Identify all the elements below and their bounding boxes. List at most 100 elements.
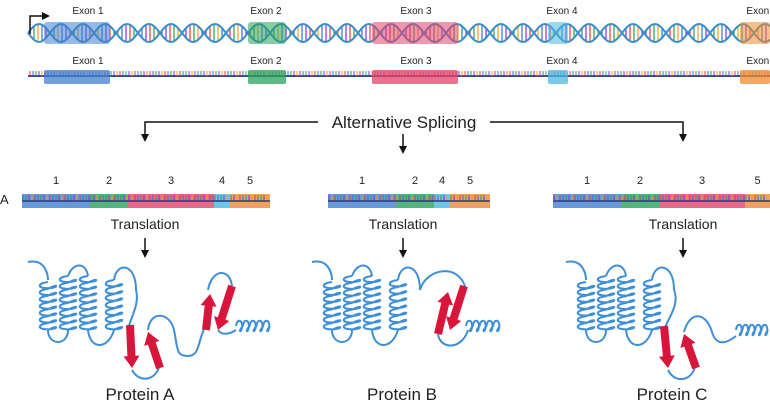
alpha-helix-4-icon	[388, 279, 408, 331]
protein-loop	[87, 329, 115, 346]
pre-mrna-exon-3	[372, 70, 458, 84]
protein-loop	[585, 329, 607, 343]
protein-loop	[27, 260, 49, 281]
splicing-arrows: Alternative Splicing	[141, 113, 687, 154]
mrna-exon-number: 5	[754, 175, 760, 187]
dna-exon-1	[44, 22, 110, 44]
translation-label-b: Translation	[369, 216, 438, 232]
mrna-exon-number: 5	[467, 175, 473, 187]
pre-mrna-exon-label-2: Exon 2	[250, 56, 282, 67]
mrna-exon-number: 2	[412, 175, 418, 187]
dna-exon-label-1: Exon 1	[72, 6, 104, 17]
dna-exon-label-4: Exon 4	[546, 6, 578, 17]
protein-loop	[47, 329, 69, 343]
mrna-exon-number: 5	[247, 175, 253, 187]
protein-loop	[419, 270, 467, 291]
dna-exon-2	[248, 22, 286, 44]
pre-mrna-exon-label-5: Exon 5	[746, 56, 770, 67]
pre-mrna-exon-1	[44, 70, 110, 84]
mrna-exon-number: 2	[637, 175, 643, 187]
mrna-exon-number: 4	[439, 175, 445, 187]
dna-exon-4	[548, 22, 568, 44]
mrna-exon-number: 1	[584, 175, 590, 187]
protein-loop	[625, 329, 653, 346]
mrna-a-side-label: A	[0, 192, 9, 207]
mrna-exon-number: 2	[106, 175, 112, 187]
protein-loop	[351, 264, 373, 277]
dna-exon-3	[372, 22, 458, 44]
alpha-helix-1-icon	[322, 281, 342, 331]
protein-loop	[67, 264, 89, 277]
beta-sheet-arrow-icon	[446, 284, 468, 330]
pre-mrna: Exon 1 Exon 2 Exon 3 Exon 4 Exon 5	[28, 56, 770, 84]
pre-mrna-exon-5	[740, 70, 770, 84]
alpha-helix-2-icon	[596, 275, 616, 331]
translation-label-c: Translation	[649, 216, 718, 232]
mrna-a: 1 2 3 4 5	[22, 175, 270, 208]
alpha-helix-2-icon	[58, 275, 78, 331]
protein-loop	[437, 329, 469, 347]
beta-sheet-arrow-icon	[680, 334, 700, 370]
protein-a	[27, 260, 271, 380]
alpha-helix-4-icon	[104, 279, 124, 331]
protein-loop	[651, 266, 675, 291]
beta-sheet-arrow-icon	[144, 332, 164, 370]
beta-sheet-arrow-icon	[658, 325, 675, 368]
alpha-helix-5-icon	[735, 323, 769, 337]
protein-loop	[127, 289, 138, 331]
dna-exon-label-2: Exon 2	[250, 6, 282, 17]
dna-exon-label-5: Exon 5	[746, 6, 770, 17]
mrna-c: 1 2 3 5	[553, 175, 770, 208]
dna-exon-boxes: Exon 1 Exon 2 Exon 3 Exon 4 Exon 5	[44, 6, 770, 44]
pre-mrna-exon-label-1: Exon 1	[72, 56, 104, 67]
splice-arrow-left-icon	[141, 121, 318, 142]
protein-b-label: Protein B	[367, 385, 437, 404]
protein-loop	[663, 289, 677, 331]
beta-sheet-arrow-icon	[434, 292, 453, 335]
alpha-helix-2-icon	[342, 275, 362, 331]
protein-loop	[371, 329, 399, 346]
pre-mrna-exon-2	[248, 70, 286, 84]
pre-mrna-exon-label-3: Exon 3	[400, 56, 432, 67]
protein-loop	[217, 329, 237, 335]
mrna-exon-number: 3	[168, 175, 174, 187]
pre-mrna-exon-label-4: Exon 4	[546, 56, 578, 67]
alpha-helix-3-icon	[78, 275, 98, 331]
mrna-exon-number: 3	[699, 175, 705, 187]
protein-b	[311, 260, 501, 347]
beta-sheet-arrow-icon	[123, 324, 140, 368]
mrna-exon-number: 4	[219, 175, 225, 187]
pre-mrna-exon-boxes: Exon 1 Exon 2 Exon 3 Exon 4 Exon 5	[44, 56, 770, 84]
splicing-label: Alternative Splicing	[332, 113, 477, 132]
beta-sheet-arrow-icon	[200, 294, 217, 331]
protein-loop	[311, 260, 333, 281]
protein-loop	[331, 329, 353, 343]
dna-helix: Exon 1 Exon 2 Exon 3 Exon 4 Exon 5	[27, 6, 770, 44]
transcription-start-arrow-icon	[29, 12, 50, 34]
protein-loop	[605, 264, 627, 277]
alpha-helix-3-icon	[616, 275, 636, 331]
mrna-exon-number: 1	[53, 175, 59, 187]
protein-c	[565, 260, 769, 381]
proteins	[27, 260, 769, 381]
alpha-helix-1-icon	[38, 281, 58, 331]
protein-loop	[397, 266, 421, 291]
protein-loop	[113, 266, 137, 291]
splice-arrow-right-icon	[490, 121, 687, 142]
beta-sheet-arrow-icon	[214, 284, 236, 330]
translation-label-a: Translation	[111, 216, 180, 232]
alpha-helix-1-icon	[576, 281, 596, 331]
alpha-helix-5-icon	[465, 319, 501, 333]
protein-c-label: Protein C	[637, 385, 708, 404]
protein-a-label: Protein A	[106, 385, 176, 404]
dna-exon-label-3: Exon 3	[400, 6, 432, 17]
alpha-helix-4-icon	[642, 279, 662, 331]
translation-steps: Translation Translation Translation	[111, 216, 718, 258]
alpha-helix-3-icon	[362, 275, 382, 331]
alpha-helix-5-icon	[235, 319, 271, 333]
protein-loop	[565, 260, 587, 281]
